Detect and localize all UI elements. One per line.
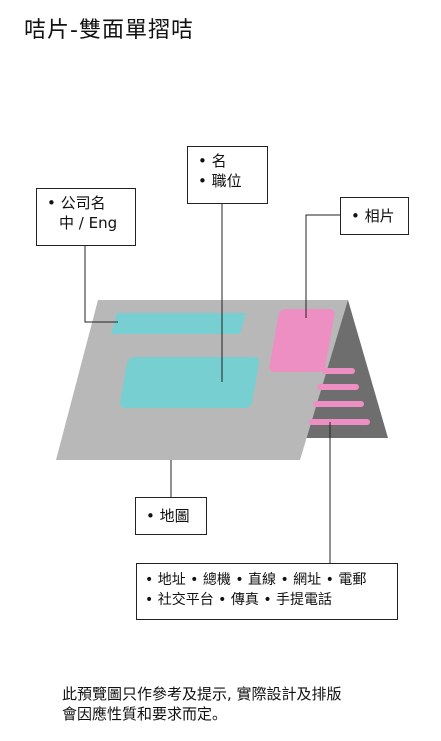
disclaimer-note: 此預覽圖只作參考及提示, 實際設計及排版 會因應性質和要求而定。 — [62, 685, 342, 723]
leader-company — [84, 246, 118, 323]
photo-block — [269, 309, 335, 372]
contact-label: • 地址 • 總機 • 直線 • 網址 • 電郵 • 社交平台 • 傳真 • 手… — [136, 563, 398, 620]
name-block — [120, 357, 260, 408]
contact-stripes — [309, 368, 370, 425]
leader-photo — [305, 214, 340, 318]
name-label: • 名 • 職位 — [187, 146, 268, 204]
leader-lines — [84, 203, 340, 563]
company-label: • 公司名 中 / Eng — [36, 188, 136, 246]
company-name-block — [111, 313, 246, 334]
page-title: 咭片-雙面單摺咭 — [24, 18, 194, 43]
map-label: • 地圖 — [135, 497, 207, 535]
photo-label: • 相片 — [340, 197, 409, 235]
